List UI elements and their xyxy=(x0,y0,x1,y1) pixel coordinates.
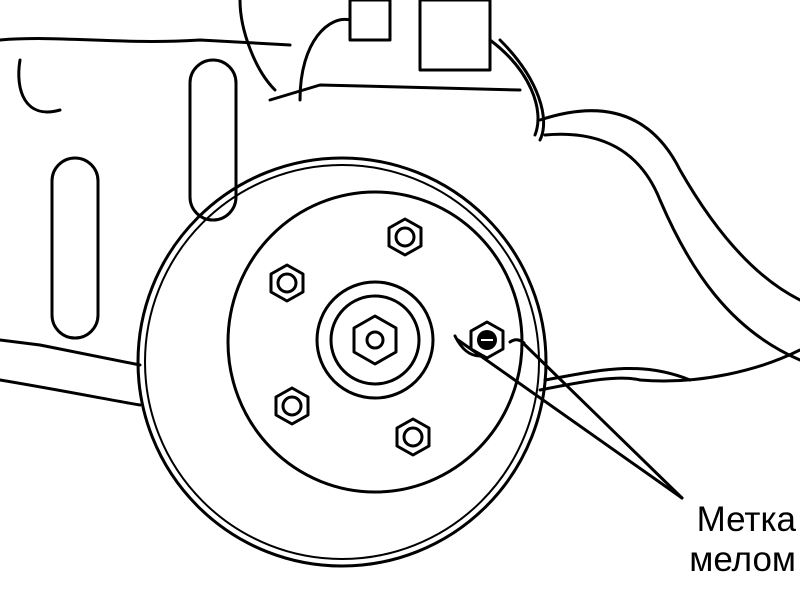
suspension-arm xyxy=(0,37,800,407)
callout-lines xyxy=(456,338,684,500)
wheel-nut xyxy=(269,263,305,303)
wheel-nut xyxy=(387,217,423,257)
wheel-nut-marked xyxy=(469,320,505,360)
wheel-nut xyxy=(395,417,431,457)
chalk-mark-label: Метка мелом xyxy=(680,500,796,580)
chalk-mark-label-line2: мелом xyxy=(689,540,796,579)
wheel-hub xyxy=(226,190,524,494)
chalk-mark-label-line1: Метка xyxy=(696,500,796,539)
wheel-nuts xyxy=(269,217,505,457)
brake-hose xyxy=(238,0,546,142)
brake-disc xyxy=(136,156,548,568)
wheel-nut xyxy=(274,386,310,426)
